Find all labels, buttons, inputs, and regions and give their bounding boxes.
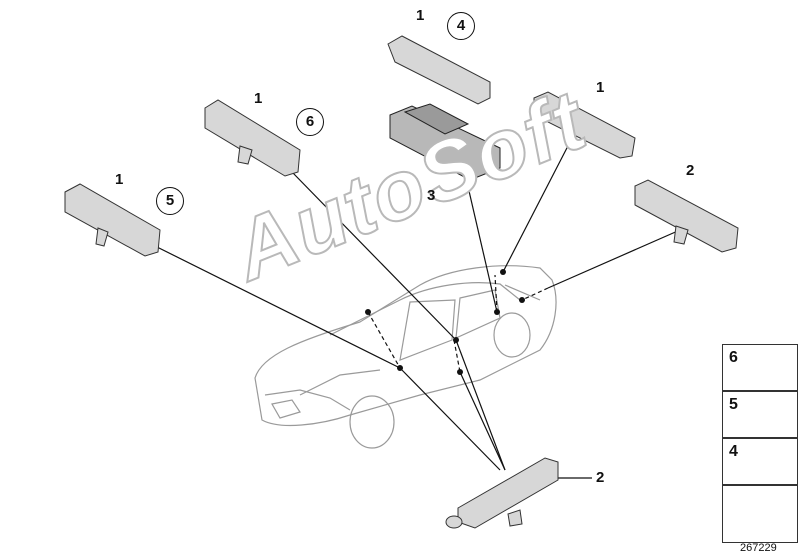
legend-number: 4 — [729, 443, 738, 460]
legend-item-6: 6 — [722, 344, 798, 391]
callout-4-circled: 4 — [447, 12, 475, 40]
antenna-part-6 — [204, 99, 301, 177]
leader-lines — [154, 141, 681, 479]
callout-1-right: 1 — [596, 79, 605, 96]
diagram-number: 267229 — [740, 542, 777, 554]
connection-points — [365, 269, 525, 375]
fastener-legend: 6 5 4 — [722, 344, 798, 544]
callout-3: 3 — [427, 187, 436, 204]
antenna-part-2-right — [634, 179, 739, 253]
callout-1-middle: 1 — [254, 90, 263, 107]
callout-1-left: 1 — [115, 171, 124, 188]
legend-arrow-cell — [722, 485, 798, 543]
control-unit-3 — [389, 103, 501, 181]
antenna-part-5 — [64, 183, 161, 257]
legend-number: 5 — [729, 396, 738, 413]
antenna-part-1-right — [533, 91, 636, 159]
legend-item-4: 4 — [722, 438, 798, 485]
dashed-lines — [367, 274, 549, 373]
callout-2-right: 2 — [686, 162, 695, 179]
antenna-part-4 — [387, 35, 491, 105]
callout-2-bottom: 2 — [596, 469, 605, 486]
legend-number: 6 — [729, 349, 738, 366]
callout-5-circled: 5 — [156, 187, 184, 215]
antenna-part-2-bottom — [445, 457, 559, 529]
car-outline — [254, 265, 557, 449]
callout-1-top: 1 — [416, 7, 425, 24]
legend-item-5: 5 — [722, 391, 798, 438]
callout-6-circled: 6 — [296, 108, 324, 136]
